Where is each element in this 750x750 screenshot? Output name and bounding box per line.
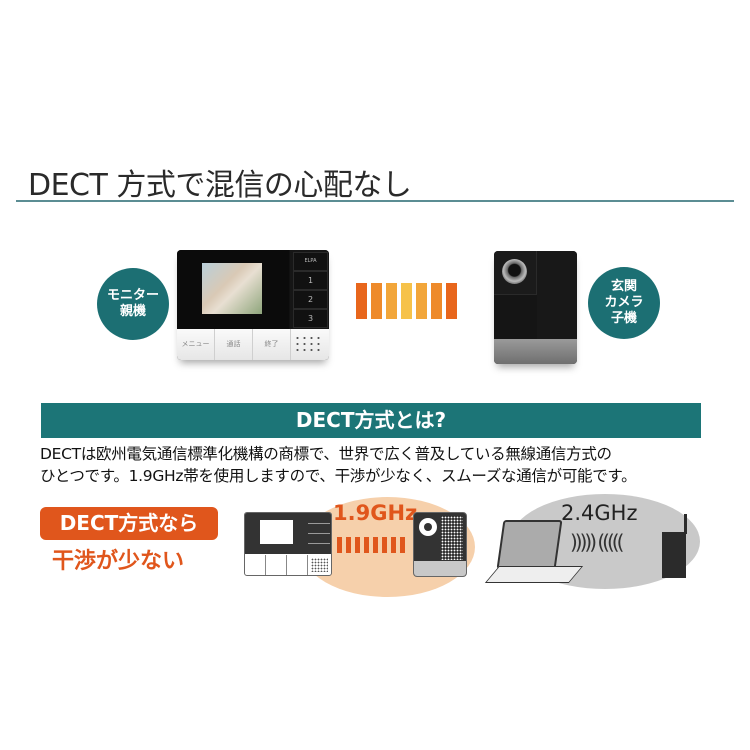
monitor-key-3: 3	[293, 309, 328, 328]
camera-call-button	[494, 339, 577, 364]
dect-callout-label: DECT方式なら	[40, 507, 218, 540]
camera-badge-line3: 子機	[610, 311, 637, 326]
monitor-screen-photo	[202, 263, 262, 314]
section-heading: DECT方式とは?	[41, 403, 701, 438]
laptop-keyboard-icon	[484, 566, 584, 583]
title-divider	[16, 200, 734, 202]
wifi-frequency-label: 2.4GHz	[561, 501, 638, 525]
laptop-icon	[496, 520, 563, 569]
door-camera-image	[494, 251, 577, 364]
router-icon	[662, 532, 686, 578]
monitor-side-keys: ELPA 1 2 3	[290, 250, 329, 329]
monitor-button-row: メニュー 通話 終了	[177, 329, 329, 360]
door-camera-badge: 玄関 カメラ 子機	[588, 267, 660, 339]
monitor-key-1: 1	[293, 271, 328, 290]
dect-callout-sub: 干渉が少ない	[52, 549, 185, 574]
camera-diagram-icon	[413, 512, 467, 577]
monitor-diagram-icon	[244, 512, 332, 576]
monitor-unit-image: ELPA 1 2 3 メニュー 通話 終了	[177, 250, 329, 360]
description-line-2: ひとつです。1.9GHz帯を使用しますので、干渉が少なく、スムーズな通信が可能で…	[40, 467, 637, 485]
monitor-bezel	[177, 250, 289, 329]
dect-frequency-label: 1.9GHz	[333, 501, 418, 525]
monitor-badge-line1: モニター	[106, 288, 159, 303]
monitor-speaker-grille	[294, 335, 324, 355]
monitor-menu-button: メニュー	[177, 329, 215, 360]
monitor-end-button: 終了	[253, 329, 291, 360]
router-antenna-icon	[684, 514, 687, 534]
section-description: DECTは欧州電気通信標準化機構の商標で、世界で広く普及している無線通信方式の …	[40, 443, 720, 487]
page-title: DECT 方式で混信の心配なし	[28, 168, 412, 203]
camera-badge-line2: カメラ	[604, 295, 644, 310]
camera-lens-icon	[502, 259, 527, 284]
dect-signal-icon	[337, 537, 409, 553]
camera-speaker-grille	[537, 251, 577, 339]
monitor-badge-line2: 親機	[119, 304, 146, 319]
monitor-unit-badge: モニター 親機	[97, 268, 169, 340]
monitor-talk-button: 通話	[215, 329, 253, 360]
description-line-1: DECTは欧州電気通信標準化機構の商標で、世界で広く普及している無線通信方式の	[40, 445, 612, 463]
wifi-waves-icon: ))))) (((((	[570, 530, 624, 554]
signal-bars-icon	[356, 283, 458, 319]
camera-badge-line1: 玄関	[610, 279, 637, 294]
monitor-key-2: 2	[293, 290, 328, 309]
monitor-brand: ELPA	[293, 252, 328, 271]
